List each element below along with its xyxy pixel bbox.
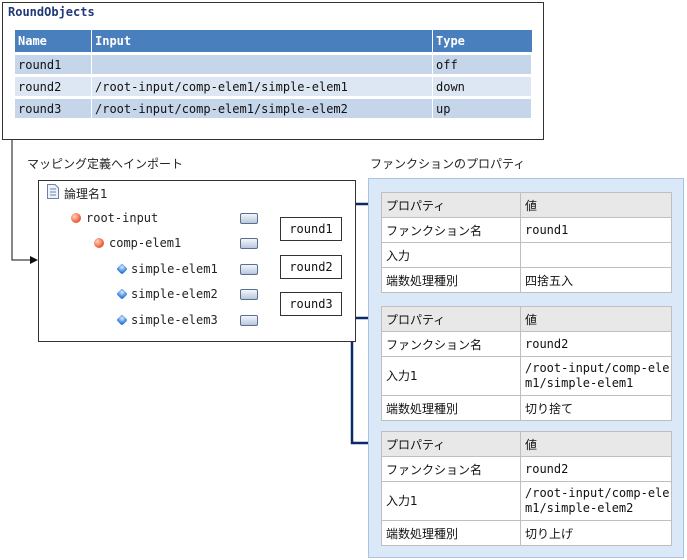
cell-type: down: [433, 74, 532, 96]
property-key: 端数処理種別: [381, 395, 521, 421]
table-row: round2 /root-input/comp-elem1/simple-ele…: [15, 74, 532, 96]
cell-name: round2: [15, 74, 92, 96]
column-header-name: Name: [15, 30, 92, 52]
function-round3[interactable]: round3: [280, 292, 342, 316]
property-row: ファンクション名 round1: [381, 217, 672, 243]
output-port-icon[interactable]: [240, 213, 258, 224]
cell-name: round3: [15, 96, 92, 118]
property-value[interactable]: round1: [520, 217, 672, 243]
table-header-row: Name Input Type: [15, 30, 532, 52]
property-row: 端数処理種別 四捨五入: [381, 267, 672, 293]
property-row: ファンクション名 round2: [381, 456, 672, 482]
property-key: 入力1: [381, 481, 521, 521]
property-key: 入力1: [381, 356, 521, 396]
property-row: ファンクション名 round2: [381, 331, 672, 357]
column-header-input: Input: [92, 30, 433, 52]
element-node-icon: [94, 238, 104, 248]
property-key: 端数処理種別: [381, 520, 521, 546]
cell-input: [92, 52, 433, 74]
cell-input: /root-input/comp-elem1/simple-elem1: [92, 74, 433, 96]
property-row: 入力1 /root-input/comp-elem1/simple-elem2: [381, 481, 672, 521]
document-icon: [47, 184, 59, 199]
node-simple-elem3[interactable]: simple-elem3: [131, 313, 218, 327]
header-property: プロパティ: [381, 431, 521, 457]
column-header-type: Type: [433, 30, 532, 52]
function-round2[interactable]: round2: [280, 255, 342, 279]
property-value[interactable]: 切り捨て: [520, 395, 672, 421]
header-value: 値: [520, 192, 672, 218]
output-port-icon[interactable]: [240, 264, 258, 275]
property-header-row: プロパティ 値: [381, 306, 672, 332]
mapping-import-label: マッピング定義へインポート: [27, 157, 184, 171]
header-property: プロパティ: [381, 306, 521, 332]
property-row: 入力: [381, 242, 672, 268]
cell-input: /root-input/comp-elem1/simple-elem2: [92, 96, 433, 118]
property-row: 端数処理種別 切り上げ: [381, 520, 672, 546]
cell-name: round1: [15, 52, 92, 74]
cell-type: off: [433, 52, 532, 74]
property-key: ファンクション名: [381, 331, 521, 357]
output-port-icon[interactable]: [240, 315, 258, 326]
property-row: 端数処理種別 切り捨て: [381, 395, 672, 421]
property-header-row: プロパティ 値: [381, 192, 672, 218]
property-key: ファンクション名: [381, 456, 521, 482]
output-port-icon[interactable]: [240, 238, 258, 249]
property-table-round3: プロパティ 値 ファンクション名 round2 入力1 /root-input/…: [381, 431, 672, 546]
property-value[interactable]: round2: [520, 456, 672, 482]
property-key: 端数処理種別: [381, 267, 521, 293]
property-value[interactable]: [520, 242, 672, 268]
node-simple-elem1[interactable]: simple-elem1: [131, 262, 218, 276]
header-value: 値: [520, 306, 672, 332]
node-root-input[interactable]: root-input: [86, 211, 159, 225]
logical-name-root: 論理名1: [64, 187, 108, 201]
cell-type: up: [433, 96, 532, 118]
property-value[interactable]: 四捨五入: [520, 267, 672, 293]
table-row: round1 off: [15, 52, 532, 74]
round-objects-title: RoundObjects: [8, 5, 95, 19]
table-row: round3 /root-input/comp-elem1/simple-ele…: [15, 96, 532, 118]
node-simple-elem2[interactable]: simple-elem2: [131, 287, 218, 301]
round-objects-table: Name Input Type round1 off round2 /root-…: [15, 30, 532, 118]
output-port-icon[interactable]: [240, 289, 258, 300]
property-table-round2: プロパティ 値 ファンクション名 round2 入力1 /root-input/…: [381, 306, 672, 421]
header-value: 値: [520, 431, 672, 457]
function-properties-label: ファンクションのプロパティ: [370, 157, 526, 171]
property-value[interactable]: round2: [520, 331, 672, 357]
node-comp-elem1[interactable]: comp-elem1: [109, 236, 182, 250]
property-value[interactable]: /root-input/comp-elem1/simple-elem1: [520, 356, 672, 396]
function-round1[interactable]: round1: [280, 217, 342, 241]
header-property: プロパティ: [381, 192, 521, 218]
property-table-round1: プロパティ 値 ファンクション名 round1 入力 端数処理種別 四捨五入: [381, 192, 672, 293]
element-node-icon: [71, 213, 81, 223]
property-value[interactable]: /root-input/comp-elem1/simple-elem2: [520, 481, 672, 521]
property-value[interactable]: 切り上げ: [520, 520, 672, 546]
property-key: ファンクション名: [381, 217, 521, 243]
property-header-row: プロパティ 値: [381, 431, 672, 457]
property-key: 入力: [381, 242, 521, 268]
property-row: 入力1 /root-input/comp-elem1/simple-elem1: [381, 356, 672, 396]
